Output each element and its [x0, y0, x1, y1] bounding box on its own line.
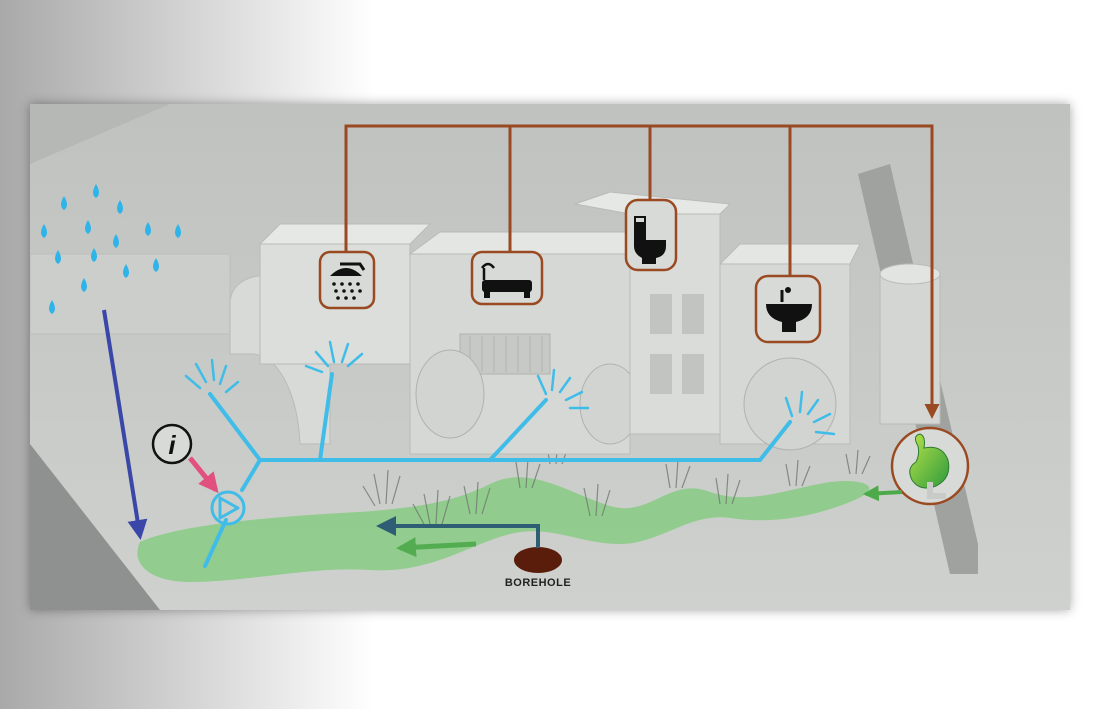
greywater-pipes — [203, 372, 792, 568]
road-strip-top — [30, 104, 170, 164]
road-strip-left — [30, 444, 160, 610]
info-arrow — [188, 456, 219, 494]
borehole-shaft — [514, 547, 562, 573]
info-glyph: i — [168, 430, 176, 460]
water-cycle-diagram: i — [29, 104, 1070, 610]
borehole-arrow — [376, 516, 540, 548]
wetland-flow-arrow — [396, 537, 477, 558]
stomach-icon — [890, 426, 970, 506]
pump-icon — [210, 490, 246, 526]
rain-drops-icon — [41, 184, 181, 314]
shower-icon — [318, 250, 376, 310]
diagram-canvas: i — [29, 104, 1070, 610]
rain-arrow — [102, 309, 148, 540]
bathtub-icon — [470, 250, 544, 306]
toilet-icon — [624, 198, 678, 272]
supply-lines — [344, 124, 940, 419]
sink-icon — [754, 274, 822, 344]
wetland — [137, 477, 870, 582]
borehole-label: BOREHOLE — [505, 577, 571, 589]
digester-outflow-arrow — [862, 485, 903, 502]
info-icon: i — [151, 423, 193, 465]
spray-jets — [184, 340, 836, 436]
